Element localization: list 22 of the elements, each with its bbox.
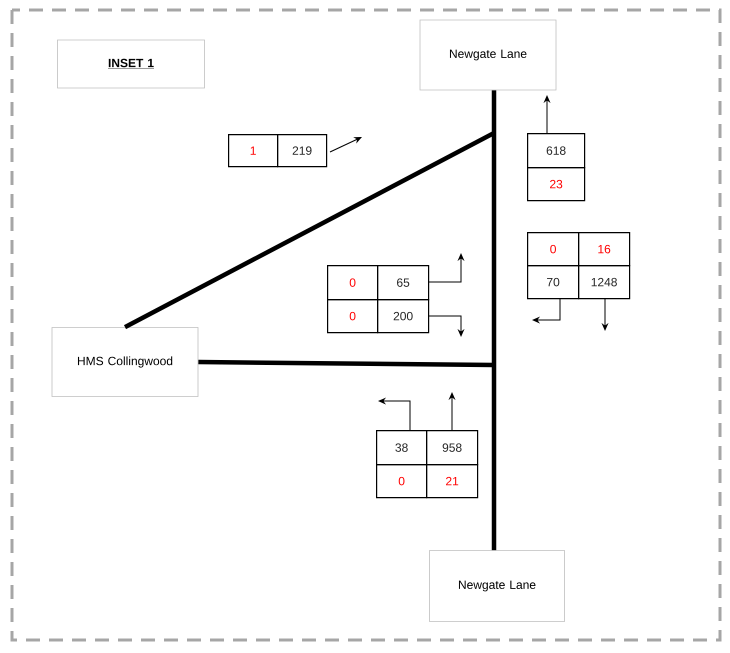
table-cell: 23 <box>527 167 586 202</box>
table-cell: 0 <box>376 464 428 498</box>
inset-title-box: INSET 1 <box>57 40 205 88</box>
table-cell: 21 <box>426 464 478 498</box>
table-cell: 1248 <box>578 265 630 300</box>
table-cell: 0 <box>527 232 580 266</box>
table-cell: 618 <box>527 133 586 168</box>
road <box>492 90 496 550</box>
table-cell: 65 <box>377 265 430 300</box>
table-cell: 38 <box>376 430 428 466</box>
table-cell: 16 <box>578 232 630 266</box>
road-name-box: Newgate Lane <box>420 20 556 90</box>
table-cell: 1 <box>228 134 278 168</box>
table-cell: 70 <box>527 265 580 300</box>
table-cell: 0 <box>327 265 378 300</box>
table-cell: 200 <box>377 299 430 334</box>
road-name-box: Newgate Lane <box>429 550 565 622</box>
table-cell: 0 <box>327 299 378 334</box>
road <box>198 360 494 368</box>
table-cell: 958 <box>426 430 478 466</box>
location-box: HMS Collingwood <box>52 327 198 397</box>
table-cell: 219 <box>277 134 328 168</box>
